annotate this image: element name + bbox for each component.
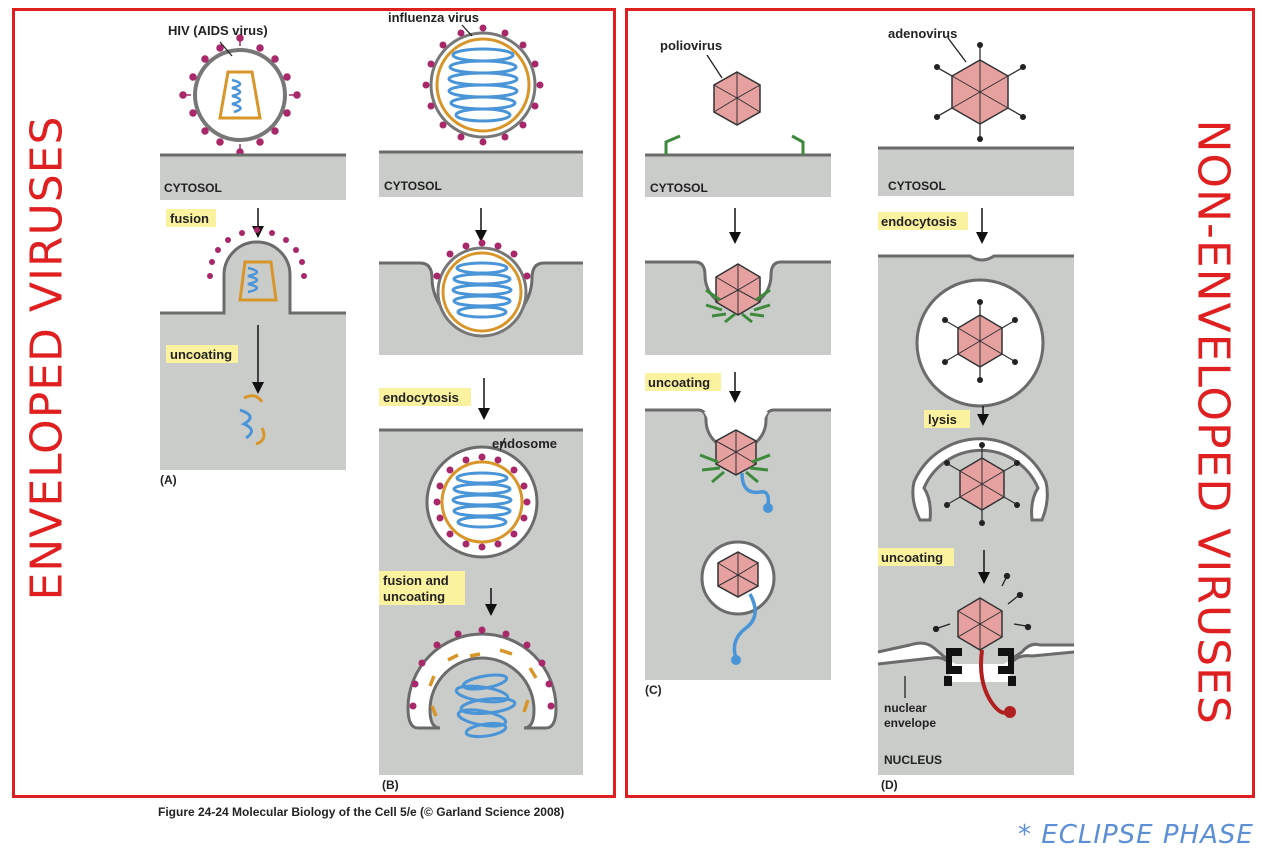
panel-a [160, 34, 346, 470]
nuclear-envelope-label-2: envelope [884, 716, 936, 730]
cytosol-label-b: CYTOSOL [384, 179, 442, 193]
cytosol-label-d: CYTOSOL [888, 179, 946, 193]
panel-c [645, 54, 831, 680]
figure-caption: Figure 24-24 Molecular Biology of the Ce… [158, 805, 565, 819]
endocytosis-label-b: endocytosis [383, 390, 459, 405]
hiv-label: HIV (AIDS virus) [168, 23, 268, 38]
fusion-uncoating-label-1: fusion and [383, 573, 449, 588]
poliovirus-label: poliovirus [660, 38, 722, 53]
cytosol-label-a: CYTOSOL [164, 181, 222, 195]
adenovirus-capsid [934, 42, 1026, 142]
endosome-label: endosome [492, 436, 557, 451]
uncoating-label-a: uncoating [170, 347, 232, 362]
nuclear-envelope-label-1: nuclear [884, 701, 927, 715]
non-enveloped-frame [625, 8, 1255, 798]
uncoating-label-c: uncoating [648, 375, 710, 390]
lysis-label: lysis [928, 412, 957, 427]
enveloped-frame [12, 8, 616, 798]
panel-c-label: (C) [645, 683, 662, 697]
endocytosis-label-d: endocytosis [881, 214, 957, 229]
panel-b-label: (B) [382, 778, 399, 792]
hiv-virion [179, 34, 301, 156]
fusion-uncoating-label-2: uncoating [383, 589, 445, 604]
influenza-label: influenza virus [388, 10, 479, 25]
panel-d [877, 37, 1075, 775]
panel-a-label: (A) [160, 473, 177, 487]
adenovirus-label: adenovirus [888, 26, 957, 41]
panel-b [379, 24, 583, 775]
eclipse-phase-note: * ECLIPSE PHASE [1018, 820, 1254, 850]
nucleus-label: NUCLEUS [884, 753, 942, 767]
poliovirus-capsid [713, 71, 761, 126]
influenza-virion [422, 24, 544, 146]
cytosol-label-c: CYTOSOL [650, 181, 708, 195]
fusion-label: fusion [170, 211, 209, 226]
uncoating-label-d: uncoating [881, 550, 943, 565]
step-label-boxes [166, 209, 970, 605]
panel-d-label: (D) [881, 778, 898, 792]
